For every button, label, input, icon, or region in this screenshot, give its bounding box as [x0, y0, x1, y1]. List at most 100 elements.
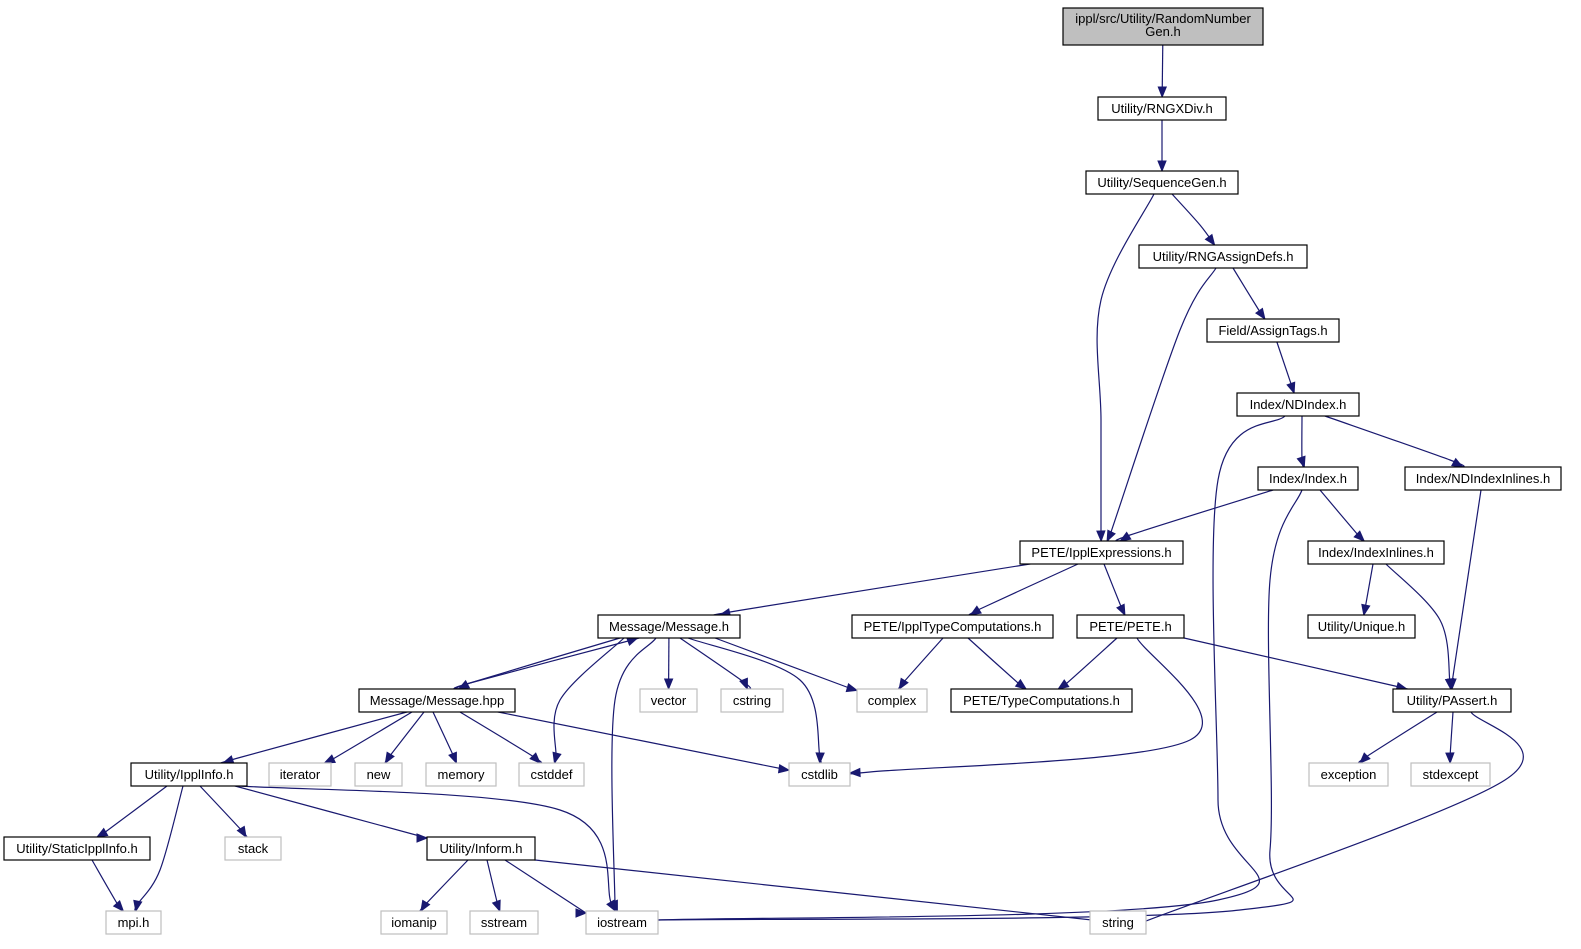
node-complex[interactable]: complex	[856, 688, 928, 713]
node-exception[interactable]: exception	[1308, 762, 1389, 787]
node-label-sequencegen: Utility/SequenceGen.h	[1097, 175, 1226, 190]
arrowhead-passert-to-stdexcept	[1445, 752, 1455, 765]
edge-sequencegen-to-ipplexpressions	[1096, 185, 1159, 547]
node-ipplinfo[interactable]: Utility/IpplInfo.h	[130, 762, 248, 787]
node-box-new	[354, 762, 403, 787]
node-label-typecomputations: PETE/TypeComputations.h	[963, 693, 1120, 708]
arrowhead-indexinlines-to-passert	[1444, 678, 1455, 691]
node-box-stdexcept	[1410, 762, 1491, 787]
node-sequencegen[interactable]: Utility/SequenceGen.h	[1085, 170, 1239, 195]
node-messagehpp[interactable]: Message/Message.hpp	[358, 688, 516, 713]
edge-ipplinfo-to-staticipplinfo	[95, 781, 173, 839]
node-ipplexpressions[interactable]: PETE/IpplExpressions.h	[1019, 540, 1184, 565]
edge-ipplinfo-to-inform	[220, 781, 442, 843]
node-sstream[interactable]: sstream	[469, 910, 539, 935]
node-box-iomanip	[380, 910, 448, 935]
node-staticipplinfo[interactable]: Utility/StaticIpplInfo.h	[3, 836, 151, 861]
node-ndindexinlines[interactable]: Index/NDIndexInlines.h	[1404, 466, 1562, 491]
node-assigntags[interactable]: Field/AssignTags.h	[1206, 318, 1340, 343]
node-ndindex[interactable]: Index/NDIndex.h	[1236, 392, 1360, 417]
arrowhead-inform-to-sstream	[491, 899, 501, 913]
edge-passert-to-exception	[1357, 708, 1443, 764]
node-indexinlines[interactable]: Index/IndexInlines.h	[1307, 540, 1445, 565]
arrowhead-ippltypecomputations-to-complex	[898, 677, 909, 691]
node-box-index	[1257, 466, 1359, 491]
arrowhead-ipplinfo-to-staticipplinfo	[95, 827, 109, 838]
node-new[interactable]: new	[354, 762, 403, 787]
node-box-vector	[639, 688, 698, 713]
node-label-complex: complex	[868, 693, 917, 708]
arrowhead-staticipplinfo-to-mpi	[112, 899, 125, 913]
edge-passert-to-string	[1118, 706, 1524, 933]
node-label-iostream: iostream	[597, 915, 647, 930]
node-string[interactable]: string	[1089, 910, 1147, 935]
node-label-message: Message/Message.h	[609, 619, 729, 634]
edge-ndindex-to-ndindexinlines	[1315, 412, 1465, 468]
arrowhead-pete-to-typecomputations	[1057, 679, 1070, 690]
node-label-messagehpp: Message/Message.hpp	[370, 693, 504, 708]
node-box-unique	[1307, 614, 1416, 639]
edge-message-to-cstddef	[553, 632, 630, 765]
node-stack[interactable]: stack	[224, 836, 282, 861]
edge-ipplexpressions-to-message	[712, 560, 1052, 616]
node-label-pete: PETE/PETE.h	[1089, 619, 1171, 634]
node-label-unique: Utility/Unique.h	[1318, 619, 1405, 634]
node-box-ippltypecomputations	[851, 614, 1054, 639]
node-stdexcept[interactable]: stdexcept	[1410, 762, 1491, 787]
node-box-assigntags	[1206, 318, 1340, 343]
node-box-indexinlines	[1307, 540, 1445, 565]
node-unique[interactable]: Utility/Unique.h	[1307, 614, 1416, 639]
arrowhead-messagehpp-to-message	[625, 637, 639, 647]
node-label-cstdlib: cstdlib	[801, 767, 838, 782]
node-cstddef[interactable]: cstddef	[518, 762, 585, 787]
node-box-message	[597, 614, 741, 639]
node-cstdlib[interactable]: cstdlib	[788, 762, 851, 787]
node-rngxdiv[interactable]: Utility/RNGXDiv.h	[1097, 96, 1227, 121]
arrowhead-ipplexpressions-to-ippltypecomputations	[969, 605, 982, 616]
node-vector[interactable]: vector	[639, 688, 698, 713]
node-passert[interactable]: Utility/PAssert.h	[1392, 688, 1512, 713]
arrowhead-message-to-cstring	[739, 677, 748, 691]
arrowhead-messagehpp-to-iterator	[323, 754, 337, 764]
node-box-ipplexpressions	[1019, 540, 1184, 565]
edge-message-to-complex	[704, 633, 865, 694]
arrowhead-ipplexpressions-to-pete	[1116, 603, 1126, 617]
node-label-indexinlines: Index/IndexInlines.h	[1318, 545, 1434, 560]
node-label-stdexcept: stdexcept	[1423, 767, 1479, 782]
arrowhead-message-to-cstdlib	[815, 752, 825, 765]
node-cstring[interactable]: cstring	[720, 688, 784, 713]
node-label-rngxdiv: Utility/RNGXDiv.h	[1111, 101, 1213, 116]
node-pete[interactable]: PETE/PETE.h	[1076, 614, 1185, 639]
arrowhead-inform-to-iostream	[575, 908, 588, 918]
node-label-ippltypecomputations: PETE/IpplTypeComputations.h	[864, 619, 1042, 634]
node-box-rngxdiv	[1097, 96, 1227, 121]
node-label-string: string	[1102, 915, 1134, 930]
node-inform[interactable]: Utility/Inform.h	[426, 836, 536, 861]
node-iomanip[interactable]: iomanip	[380, 910, 448, 935]
arrowhead-sequencegen-to-ipplexpressions	[1096, 530, 1106, 543]
node-rngassigndefs[interactable]: Utility/RNGAssignDefs.h	[1138, 244, 1308, 269]
node-label-assigntags: Field/AssignTags.h	[1218, 323, 1327, 338]
node-iostream[interactable]: iostream	[585, 910, 659, 935]
arrowhead-message-to-cstddef	[552, 751, 562, 765]
node-ippltypecomputations[interactable]: PETE/IpplTypeComputations.h	[851, 614, 1054, 639]
arrowhead-rngxdiv-to-sequencegen	[1157, 160, 1167, 173]
node-memory[interactable]: memory	[425, 762, 497, 787]
node-index[interactable]: Index/Index.h	[1257, 466, 1359, 491]
node-label-rngassigndefs: Utility/RNGAssignDefs.h	[1153, 249, 1294, 264]
node-label-ipplexpressions: PETE/IpplExpressions.h	[1031, 545, 1171, 560]
node-message[interactable]: Message/Message.h	[597, 614, 741, 639]
node-mpi[interactable]: mpi.h	[105, 910, 162, 935]
arrowhead-indexinlines-to-unique	[1361, 603, 1371, 617]
edge-message-to-cstring	[674, 634, 752, 690]
edge-index-to-iostream	[614, 482, 1305, 922]
node-box-pete	[1076, 614, 1185, 639]
arrowhead-message-to-vector	[663, 678, 674, 691]
node-iterator[interactable]: iterator	[268, 762, 332, 787]
node-label-stack: stack	[238, 841, 269, 856]
node-typecomputations[interactable]: PETE/TypeComputations.h	[950, 688, 1133, 713]
node-label-sstream: sstream	[481, 915, 527, 930]
root-label-2: Gen.h	[1145, 24, 1180, 39]
node-label-passert: Utility/PAssert.h	[1407, 693, 1498, 708]
